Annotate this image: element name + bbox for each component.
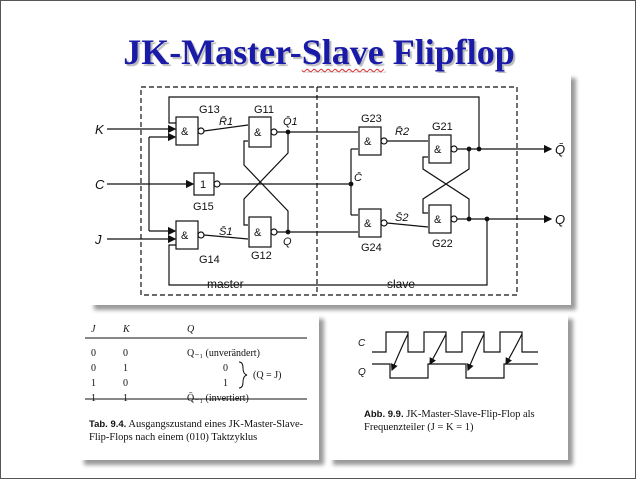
g22-label: G22 [432, 238, 453, 250]
g23-label: G23 [361, 113, 382, 125]
input-c-label: C [95, 177, 105, 192]
g13-symbol: & [181, 126, 189, 138]
table-caption-text: Ausgangszustand eines JK-Master-Slave-Fl… [89, 419, 304, 443]
signal-r2: R̄2 [395, 125, 409, 138]
waveform-caption-label: Abb. 9.9. [364, 409, 404, 420]
waveform-caption-text: JK-Master-Slave-Flip-Flop als Frequenzte… [364, 409, 535, 433]
g12-label: G12 [251, 250, 272, 262]
waveform-svg: C Q [358, 331, 538, 379]
output-qbar-label: Q̄ [555, 142, 565, 157]
wave-label-c: C [358, 338, 366, 349]
master-label: master [207, 277, 244, 291]
signal-r1: R̄1 [219, 115, 233, 128]
table-row-3-k: 0 [123, 378, 128, 389]
table-row-3-q: 1 [223, 378, 228, 389]
g24-symbol: & [364, 218, 372, 230]
gate-g13-bubble [197, 127, 205, 135]
signal-s1: S̄1 [219, 225, 232, 238]
gate-g21-bubble [450, 145, 458, 153]
wave-label-q: Q [358, 367, 366, 378]
signal-s2: S̄2 [395, 211, 408, 224]
input-j-label: J [94, 232, 102, 247]
truth-table-panel: J K Q 0 0 Q₋₁ (unverändert) 0 1 0 1 0 1 … [79, 314, 319, 460]
gate-g15-bubble [213, 180, 221, 188]
gate-g24-bubble [380, 219, 388, 227]
g15-symbol: 1 [200, 179, 206, 191]
table-row-2-j: 0 [91, 363, 96, 374]
title-text-2: Slave [301, 32, 384, 72]
gate-g12-bubble [270, 228, 278, 236]
table-caption: Tab. 9.4. Ausgangszustand eines JK-Maste… [89, 418, 311, 444]
g23-symbol: & [364, 136, 372, 148]
signal-q1: Q̄1 [283, 115, 298, 128]
g12-symbol: & [254, 227, 262, 239]
gate-g23-bubble [380, 137, 388, 145]
title-text-1: JK-Master- [123, 32, 302, 72]
table-header-q: Q [187, 324, 195, 335]
table-lines [85, 337, 307, 400]
title-text-3: Flipflop [383, 32, 515, 72]
table-row-1-j: 0 [91, 348, 96, 359]
g13-label: G13 [199, 104, 220, 116]
table-header-k: K [123, 324, 130, 335]
gate-g11-bubble [270, 128, 278, 136]
gate-g14-bubble [197, 231, 205, 239]
table-row-2-q: 0 [223, 363, 228, 374]
g22-symbol: & [434, 214, 442, 226]
signal-q-master: Q [283, 236, 292, 248]
g14-symbol: & [181, 230, 189, 242]
g14-label: G14 [199, 254, 220, 266]
output-q-label: Q [555, 212, 565, 227]
table-brace-note: (Q = J) [253, 370, 282, 381]
table-row-4-k: 1 [123, 393, 128, 404]
clock-waveform [372, 331, 538, 353]
table-row-4-j: 1 [91, 393, 96, 404]
q-waveform [372, 363, 538, 379]
slave-label: slave [387, 277, 415, 291]
g11-label: G11 [254, 104, 274, 116]
signal-c-bar: C̄ [354, 171, 362, 184]
input-k-label: K [95, 122, 105, 137]
outer-dashed-box [140, 86, 518, 296]
waveform-caption: Abb. 9.9. JK-Master-Slave-Flip-Flop als … [364, 408, 564, 434]
table-row-3-j: 1 [91, 378, 96, 389]
table-row-2-k: 1 [123, 363, 128, 374]
slide-title: JK-Master-Slave Flipflop [1, 31, 635, 73]
g24-label: G24 [361, 242, 382, 254]
g15-label: G15 [193, 201, 214, 213]
table-row-1-k: 0 [123, 348, 128, 359]
circuit-diagram: K C J Q̄ Q & & 1 & & & & & & G13 G14 G15… [89, 73, 571, 305]
table-caption-label: Tab. 9.4. [89, 419, 127, 430]
table-row-1-q: Q₋₁ (unverändert) [187, 348, 260, 359]
circuit-svg: K C J Q̄ Q & & 1 & & & & & & G13 G14 G15… [94, 86, 565, 296]
table-row-4-q: Q̄₋₁ (invertiert) [187, 393, 249, 404]
g21-symbol: & [434, 144, 442, 156]
waveform-panel: C Q Abb. 9.9. JK-Master-Slave-Flip-Flop … [328, 314, 568, 460]
g21-label: G21 [432, 121, 453, 133]
gate-g22-bubble [450, 215, 458, 223]
g11-symbol: & [254, 127, 262, 139]
table-header-j: J [91, 324, 96, 335]
